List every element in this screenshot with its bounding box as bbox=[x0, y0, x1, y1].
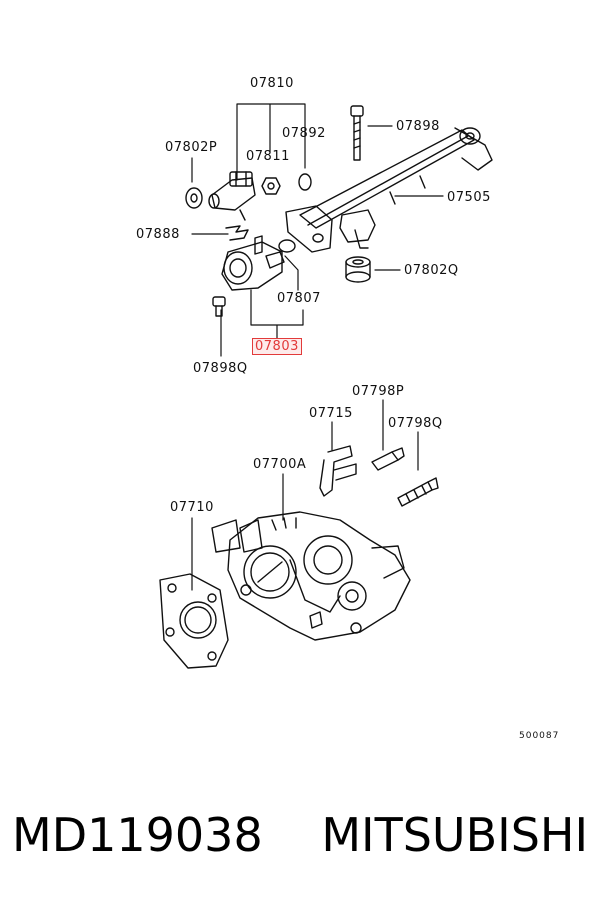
label-07505: 07505 bbox=[447, 190, 491, 205]
collar-07802Q bbox=[345, 256, 371, 283]
label-07798P: 07798P bbox=[352, 384, 405, 399]
gasket-07710 bbox=[159, 573, 229, 669]
label-07802P: 07802P bbox=[165, 140, 218, 155]
label-07700A: 07700A bbox=[253, 457, 307, 472]
label-07898: 07898 bbox=[396, 119, 440, 134]
figure-number: 500087 bbox=[519, 731, 560, 741]
fuel-rail-07505 bbox=[285, 127, 493, 253]
label-07807: 07807 bbox=[277, 291, 321, 306]
bolt-07898Q bbox=[212, 296, 226, 317]
label-07810: 07810 bbox=[250, 76, 294, 91]
throttle-body-07700A bbox=[211, 511, 411, 641]
label-07811: 07811 bbox=[246, 149, 290, 164]
bracket-07715 bbox=[319, 445, 357, 497]
label-07892: 07892 bbox=[282, 126, 326, 141]
leader-lines bbox=[191, 103, 444, 591]
bolt-07898 bbox=[350, 105, 364, 161]
label-07798Q: 07798Q bbox=[388, 416, 443, 431]
nut-07802P bbox=[185, 187, 203, 209]
brand-name: MITSUBISHI bbox=[321, 808, 589, 862]
sensor-07810 bbox=[208, 171, 256, 221]
parts-drawing bbox=[159, 103, 493, 669]
footer-caption: MD119038 MITSUBISHI bbox=[12, 812, 592, 858]
label-07802Q: 07802Q bbox=[404, 263, 459, 278]
regulator-07803 bbox=[221, 235, 285, 291]
nut-07811 bbox=[261, 177, 281, 195]
oring-07807 bbox=[278, 239, 296, 253]
bolt-07798Q bbox=[397, 477, 439, 507]
part-number: MD119038 bbox=[12, 808, 263, 862]
bolt-07798P bbox=[371, 447, 405, 471]
parts-diagram: 07810 07892 07898 07802P 07811 07505 078… bbox=[136, 76, 560, 741]
label-07715: 07715 bbox=[309, 406, 353, 421]
clip-07888 bbox=[225, 225, 249, 241]
label-07710: 07710 bbox=[170, 500, 214, 515]
oring-07892 bbox=[298, 173, 312, 191]
label-07888: 07888 bbox=[136, 227, 180, 242]
label-07898Q: 07898Q bbox=[193, 361, 248, 376]
label-07803-highlighted[interactable]: 07803 bbox=[252, 338, 302, 355]
